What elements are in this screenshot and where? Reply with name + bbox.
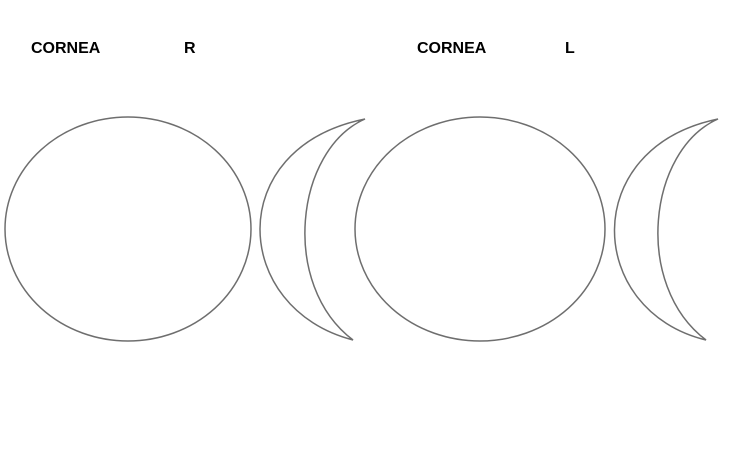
right-cornea-profile-view [259, 118, 366, 341]
left-cornea-front-view [354, 116, 606, 342]
left-eye-side-label: L [565, 40, 575, 57]
cornea-right-title: CORNEA [31, 40, 101, 57]
right-cornea-front-view [4, 116, 252, 342]
left-cornea-profile-view [613, 118, 719, 341]
cornea-left-title: CORNEA [417, 40, 487, 57]
right-eye-side-label: R [184, 40, 196, 57]
